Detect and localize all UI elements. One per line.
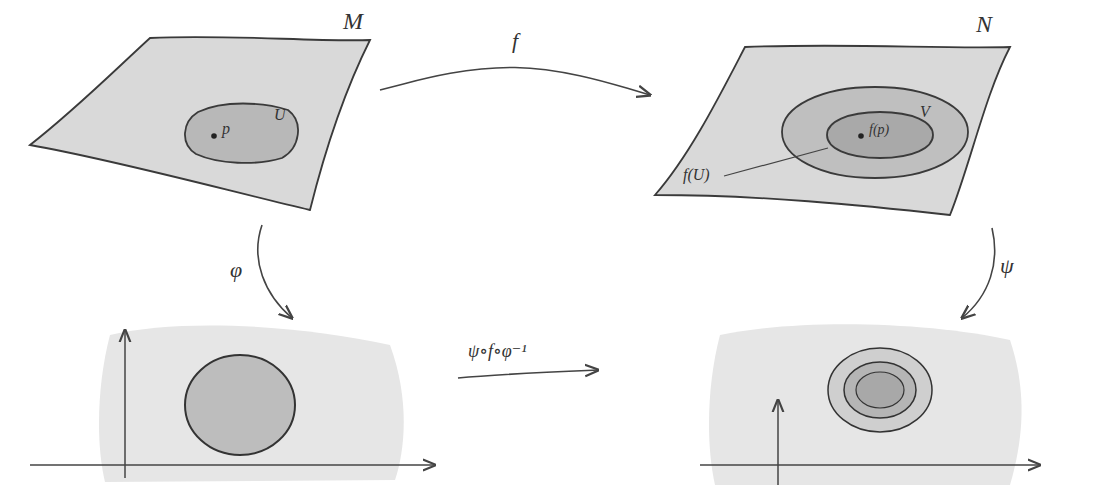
chart-map-arrow — [962, 228, 995, 318]
outline — [655, 46, 1010, 215]
image-set: f(U)f(p) — [825, 110, 935, 160]
set-label: f(U) — [683, 166, 710, 184]
transition-map-label: ψ∘f∘φ⁻¹ — [468, 342, 527, 362]
manifold-sheet: MUp — [25, 30, 380, 220]
axis — [124, 330, 126, 478]
point-label: p — [222, 120, 230, 138]
open-set: Up — [178, 100, 303, 164]
set-label: V — [920, 103, 930, 121]
set-label: N — [976, 11, 992, 37]
leader-line — [724, 148, 828, 176]
chart-image-ring — [856, 372, 904, 408]
outline — [782, 87, 968, 178]
set-label: M — [343, 8, 363, 34]
chart-image-disk — [185, 355, 295, 455]
chart-map-label: ψ — [1000, 254, 1014, 278]
outline — [30, 37, 370, 210]
chart-image-ring — [828, 348, 932, 432]
open-set: Vf(U)f(p) — [780, 85, 970, 180]
chart-region — [709, 324, 1022, 485]
axis — [777, 400, 779, 485]
outline — [185, 104, 298, 163]
axis — [700, 464, 1040, 466]
set-label: U — [274, 106, 286, 124]
point-dot — [858, 133, 864, 139]
axis — [30, 464, 435, 466]
chart-map-label: φ — [230, 258, 242, 282]
point-label: f(p) — [869, 122, 889, 137]
chart-region — [99, 325, 404, 482]
transition-arrow — [458, 370, 598, 378]
map-arrow — [380, 67, 650, 95]
map-label: f — [512, 29, 518, 53]
outline — [827, 112, 933, 158]
chart-image-ring — [844, 362, 916, 418]
manifold-sheet: NVf(U)f(p) — [650, 35, 1020, 225]
chart-map-arrow — [258, 225, 292, 318]
point-dot — [211, 133, 217, 139]
